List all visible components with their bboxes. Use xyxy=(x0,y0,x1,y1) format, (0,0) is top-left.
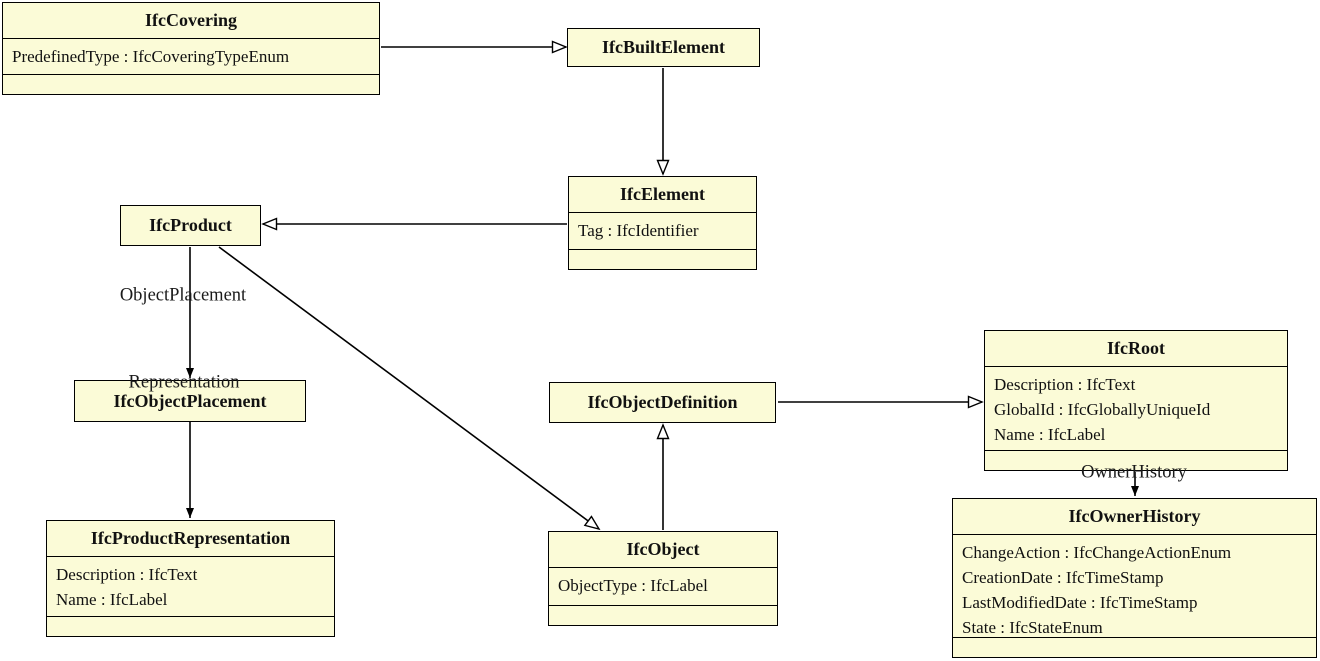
class-operations-empty xyxy=(569,249,756,269)
class-attribute: Description : IfcText xyxy=(56,565,198,584)
class-title: IfcProduct xyxy=(149,215,232,235)
class-attribute: LastModifiedDate : IfcTimeStamp xyxy=(962,593,1198,612)
class-operations-empty xyxy=(549,605,777,625)
class-attribute: Description : IfcText xyxy=(994,375,1136,394)
class-attribute: Name : IfcLabel xyxy=(56,590,168,609)
class-attributes: PredefinedType : IfcCoveringTypeEnum xyxy=(3,38,379,74)
class-operations-empty xyxy=(953,637,1316,657)
class-title: IfcObjectDefinition xyxy=(587,392,738,412)
class-attribute: ObjectType : IfcLabel xyxy=(558,576,708,595)
class-operations-empty xyxy=(47,616,334,636)
class-title: IfcBuiltElement xyxy=(602,37,725,57)
class-title: IfcRoot xyxy=(1107,338,1165,358)
class-operations-empty xyxy=(3,74,379,94)
class-attribute: GlobalId : IfcGloballyUniqueId xyxy=(994,400,1211,419)
class-title: IfcElement xyxy=(620,184,705,204)
class-attribute: PredefinedType : IfcCoveringTypeEnum xyxy=(12,47,290,66)
class-box-ifccovering[interactable]: IfcCovering PredefinedType : IfcCovering… xyxy=(2,2,380,95)
class-title: IfcProductRepresentation xyxy=(90,528,291,548)
edge-label-representation: Representation xyxy=(128,372,240,393)
class-title: IfcObjectPlacement xyxy=(113,390,267,411)
class-attribute: CreationDate : IfcTimeStamp xyxy=(962,568,1164,587)
class-attribute: State : IfcStateEnum xyxy=(962,618,1103,637)
class-title: IfcObject xyxy=(626,539,700,559)
class-box-ifcbuiltelement[interactable]: IfcBuiltElement xyxy=(567,28,760,67)
class-attributes: Description : IfcText Name : IfcLabel xyxy=(47,556,334,616)
edge-label-objectplacement: ObjectPlacement xyxy=(119,285,247,306)
class-box-ifcproductrepresentation[interactable]: IfcProductRepresentation Description : I… xyxy=(46,520,335,637)
class-title: IfcCovering xyxy=(145,10,237,30)
class-attributes: Description : IfcText GlobalId : IfcGlob… xyxy=(985,366,1287,450)
class-title: IfcOwnerHistory xyxy=(1068,506,1201,526)
edge-label-ownerhistory: OwnerHistory xyxy=(1081,462,1187,483)
edge-generalization-ifcproduct-ifcobject xyxy=(218,246,599,529)
class-box-ifcobject[interactable]: IfcObject ObjectType : IfcLabel xyxy=(548,531,778,626)
class-box-ifcownerhistory[interactable]: IfcOwnerHistory ChangeAction : IfcChange… xyxy=(952,498,1317,658)
class-box-ifcobjectplacement[interactable]: IfcObjectPlacement xyxy=(74,380,306,422)
class-attributes: Tag : IfcIdentifier xyxy=(569,212,756,249)
class-box-ifcelement[interactable]: IfcElement Tag : IfcIdentifier xyxy=(568,176,757,270)
class-box-ifcroot[interactable]: IfcRoot Description : IfcText GlobalId :… xyxy=(984,330,1288,471)
class-attributes: ObjectType : IfcLabel xyxy=(549,567,777,605)
class-attributes: ChangeAction : IfcChangeActionEnum Creat… xyxy=(953,534,1316,637)
class-operations-empty xyxy=(985,450,1287,470)
class-box-ifcobjectdefinition[interactable]: IfcObjectDefinition xyxy=(549,382,776,423)
class-attribute: ChangeAction : IfcChangeActionEnum xyxy=(962,543,1232,562)
class-attribute: Name : IfcLabel xyxy=(994,425,1106,444)
class-box-ifcproduct[interactable]: IfcProduct xyxy=(120,205,261,246)
class-attribute: Tag : IfcIdentifier xyxy=(578,221,699,240)
